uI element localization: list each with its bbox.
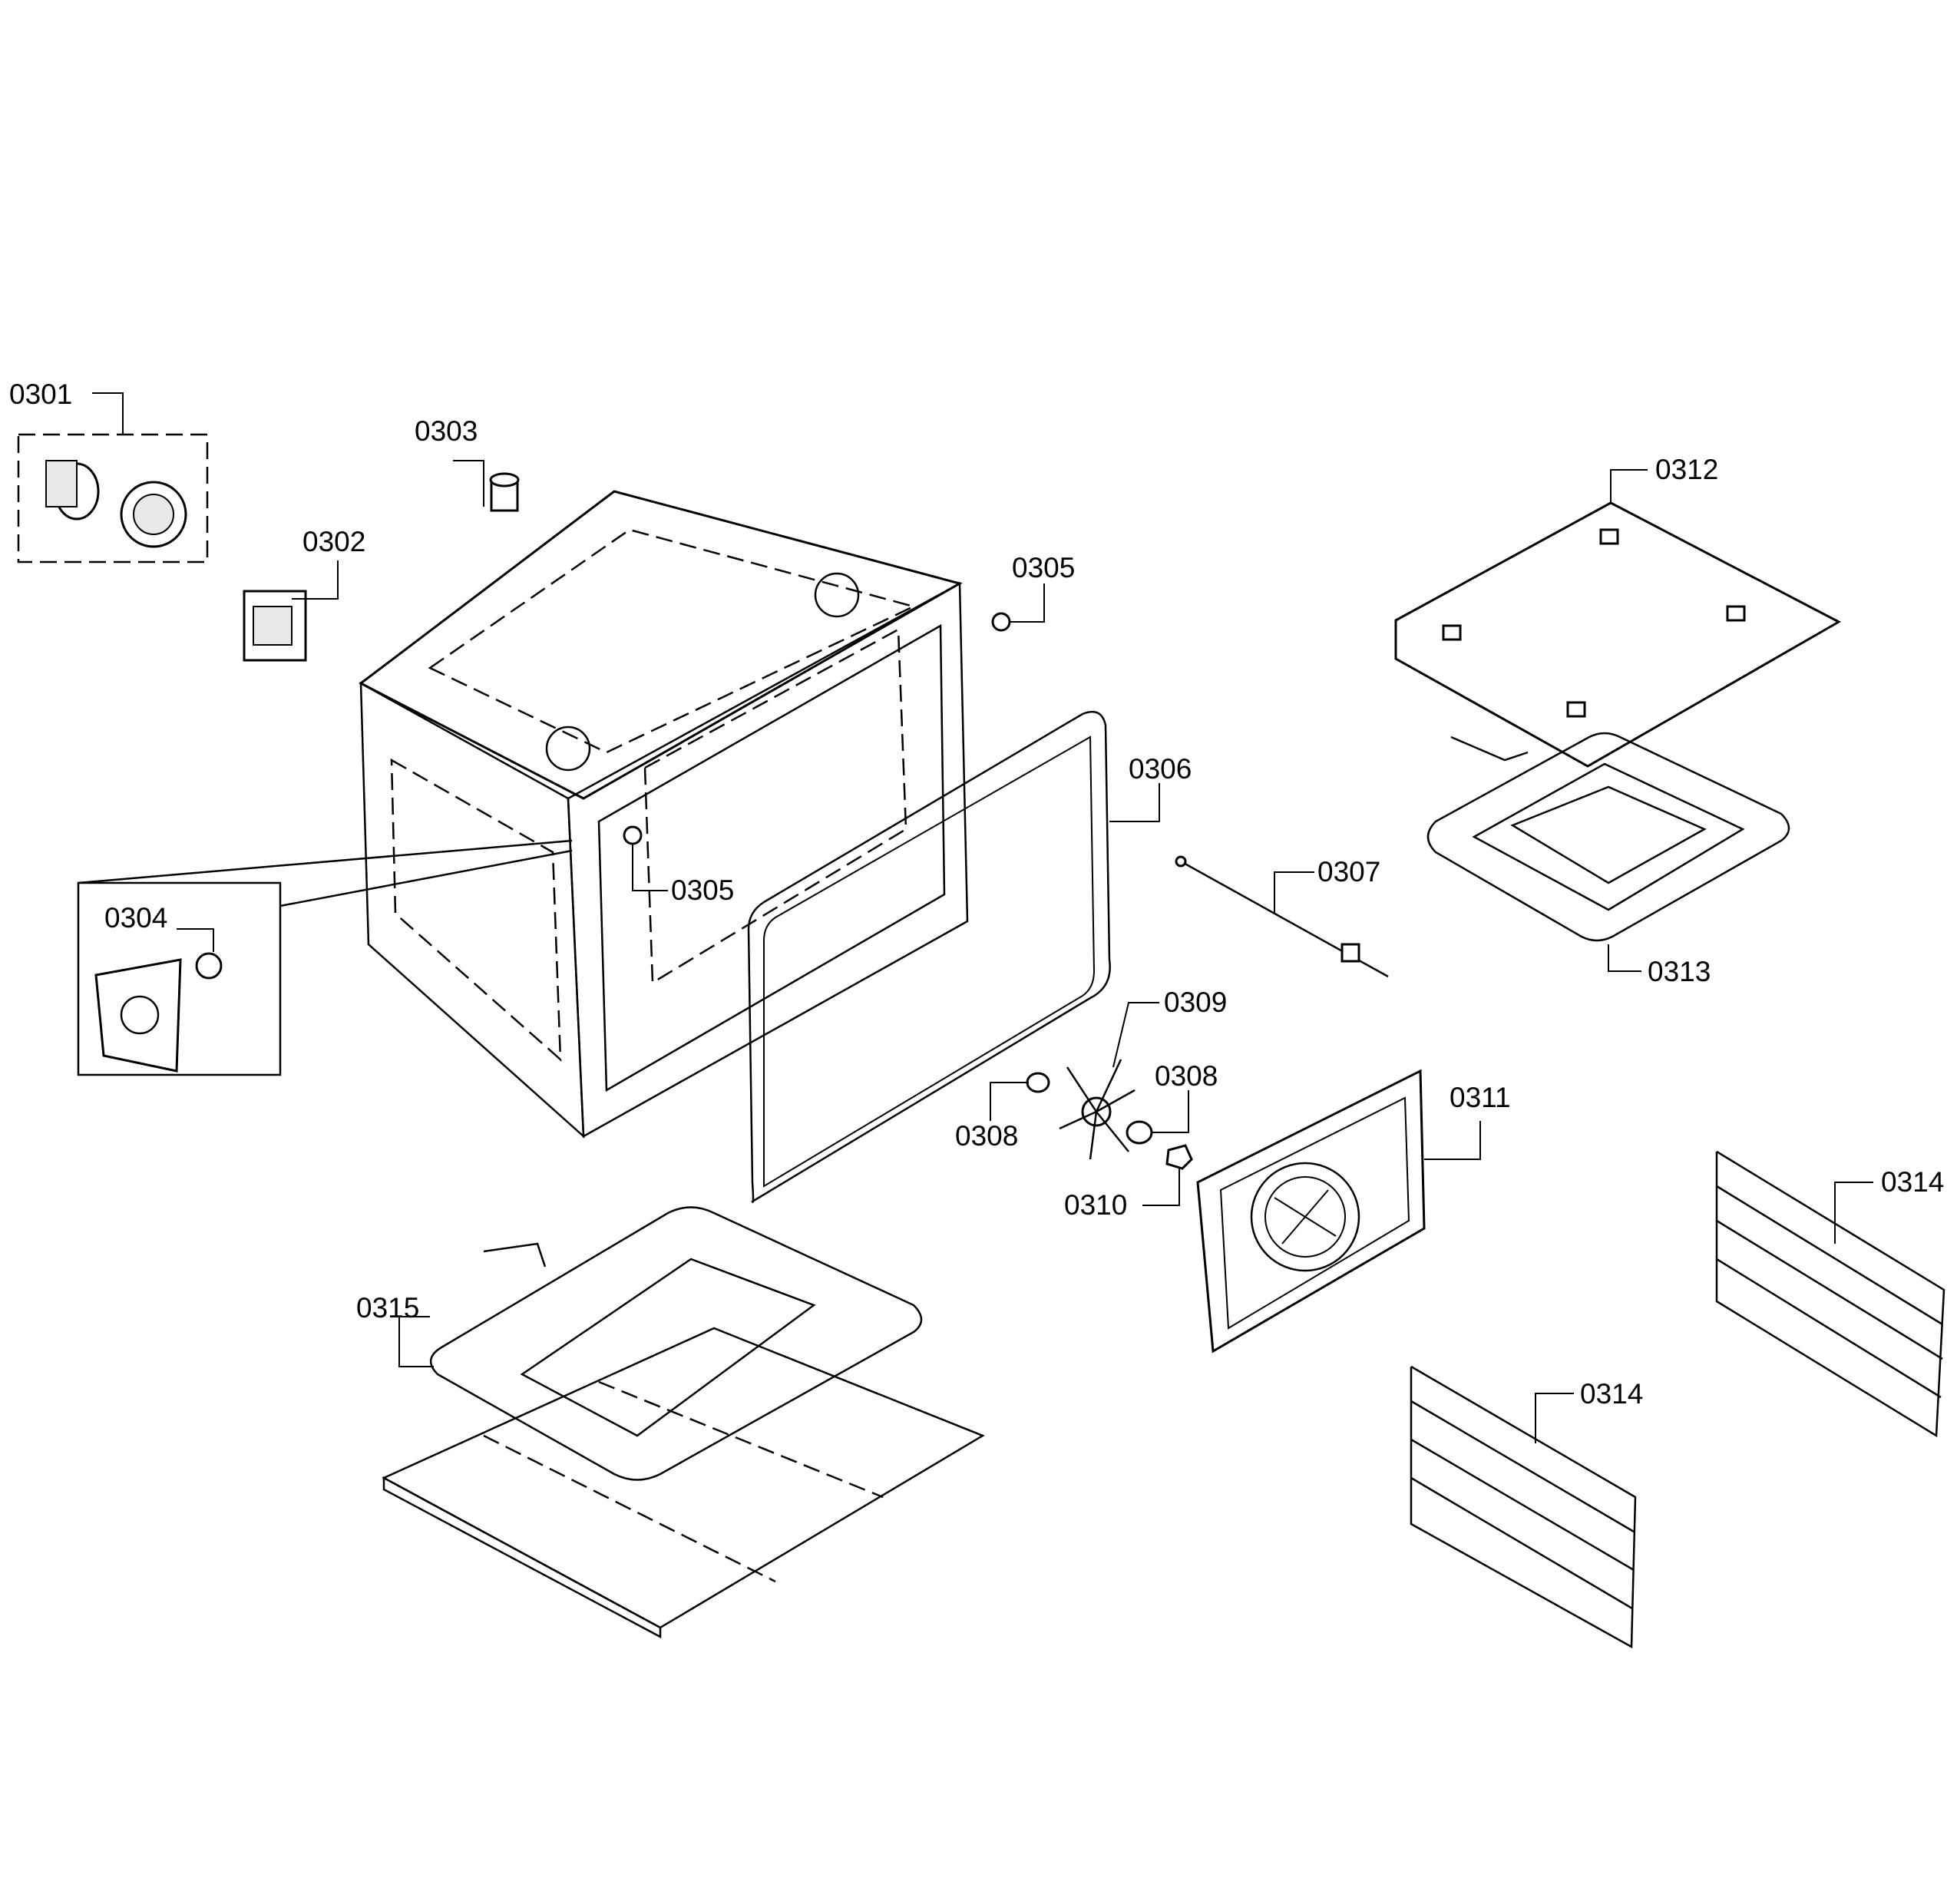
callout-0307: 0307: [1317, 856, 1380, 888]
callout-0311: 0311: [1450, 1082, 1511, 1113]
part-0312-top-cover: [1394, 469, 1842, 768]
callout-0315: 0315: [356, 1292, 419, 1324]
callout-0302: 0302: [302, 526, 365, 557]
part-0308-washer-right: [1126, 1090, 1189, 1145]
part-0314-rack-support-bottom: [1410, 1365, 1637, 1649]
callout-0305-front: 0305: [671, 874, 734, 906]
callout-0310: 0310: [1064, 1189, 1127, 1221]
part-0308-washer-left: [990, 1072, 1050, 1121]
part-0305-screw-front: [623, 825, 668, 891]
callout-0314-right: 0314: [1881, 1166, 1944, 1198]
callout-0303: 0303: [415, 415, 478, 447]
part-0306-door-gasket: [747, 710, 1160, 1203]
part-0309-fan-blade: [1059, 1002, 1159, 1160]
callout-0309: 0309: [1164, 987, 1227, 1018]
part-0303-sensor: [453, 460, 520, 512]
part-0310-nut: [1142, 1144, 1193, 1206]
oven-cavity: [359, 490, 969, 1139]
callout-0308-left: 0308: [955, 1120, 1018, 1152]
part-0313-top-heating-element: [1426, 732, 1790, 972]
part-0311-fan-cover: [1196, 1069, 1481, 1354]
callout-0304: 0304: [104, 902, 167, 934]
callout-0301: 0301: [9, 378, 72, 410]
callout-0308-right: 0308: [1155, 1060, 1218, 1092]
part-0305-screw-top: [991, 583, 1045, 632]
part-0301-lamp-assembly: [17, 392, 209, 564]
callout-0305-top: 0305: [1012, 552, 1075, 583]
part-0302-motor: [243, 560, 339, 662]
part-0307-probe: [1175, 855, 1389, 978]
part-0315-bottom-heating-element: [382, 1206, 985, 1639]
callout-0313: 0313: [1648, 956, 1711, 987]
part-0304-light-cover-inset: [77, 839, 573, 1076]
callout-0312: 0312: [1655, 454, 1718, 485]
callout-0314-bottom: 0314: [1580, 1378, 1643, 1410]
callout-0306: 0306: [1129, 753, 1192, 785]
part-0314-rack-support-right: [1715, 1150, 1945, 1438]
